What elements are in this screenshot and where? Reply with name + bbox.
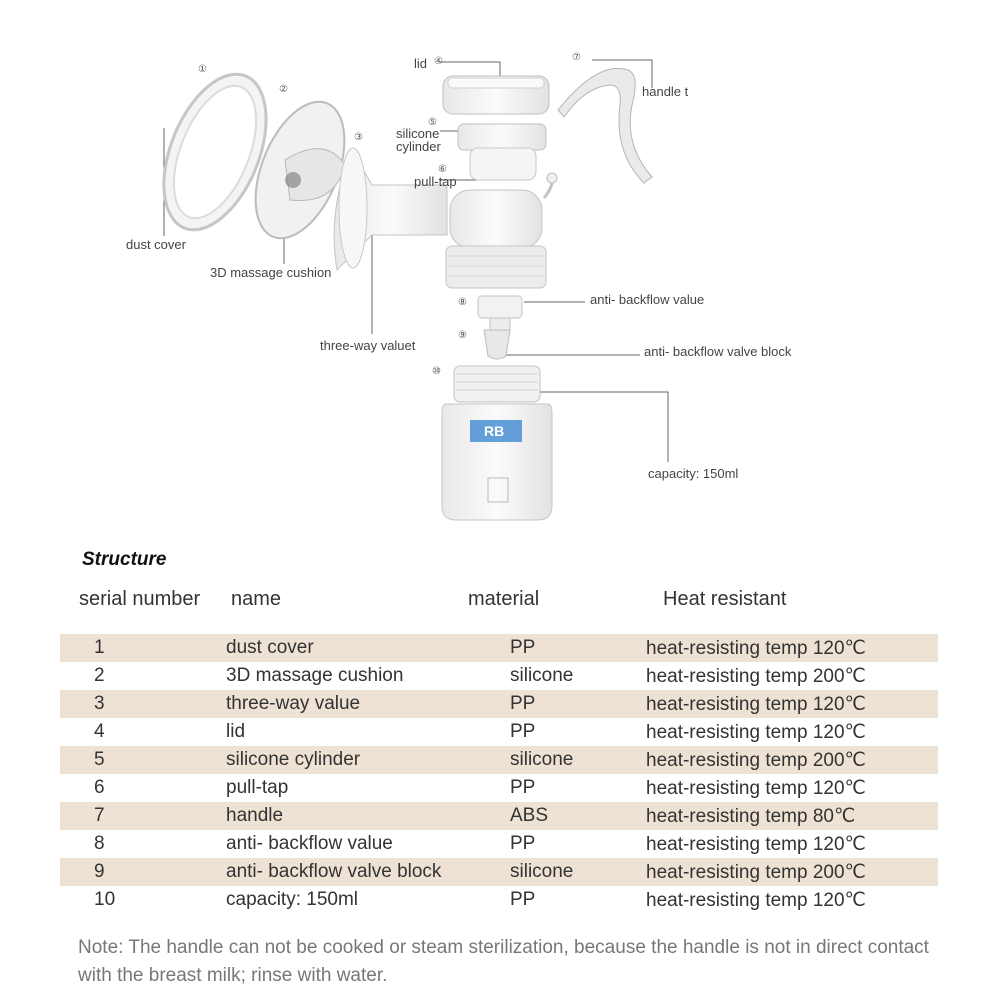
row-material: PP bbox=[510, 693, 536, 714]
note-text: Note: The handle can not be cooked or st… bbox=[78, 937, 929, 986]
bottle-logo: RB bbox=[484, 423, 505, 439]
label-silicone-cylinder-1: silicone bbox=[396, 126, 440, 141]
row-material: PP bbox=[510, 777, 536, 798]
marker-6: ⑥ bbox=[438, 164, 447, 175]
marker-3: ③ bbox=[354, 132, 363, 143]
row-heat: heat-resisting temp 120℃ bbox=[646, 722, 866, 743]
row-name: silicone cylinder bbox=[226, 749, 361, 770]
table-row: 1 dust cover PP heat-resisting temp 120℃ bbox=[60, 634, 938, 662]
row-serial: 8 bbox=[94, 833, 105, 854]
anti-backflow-valve-part bbox=[477, 295, 523, 333]
table-row: 6 pull-tap PP heat-resisting temp 120℃ bbox=[60, 774, 938, 802]
row-name: anti- backflow value bbox=[226, 833, 393, 854]
row-serial: 10 bbox=[94, 889, 116, 910]
row-serial: 1 bbox=[94, 637, 105, 658]
label-handle: handle t bbox=[642, 84, 689, 99]
row-heat: heat-resisting temp 120℃ bbox=[646, 890, 866, 911]
row-name: handle bbox=[226, 805, 284, 826]
row-material: PP bbox=[510, 833, 536, 854]
row-name: three-way value bbox=[226, 693, 361, 714]
table-row: 9 anti- backflow valve block silicone heat-… bbox=[60, 858, 938, 886]
row-material: silicone bbox=[510, 749, 574, 770]
table-row: 3 three-way value PP heat-resisting temp 12… bbox=[60, 690, 938, 718]
row-name: dust cover bbox=[226, 637, 314, 658]
table-row: 7 handle ABS heat-resisting temp 80℃ bbox=[60, 802, 938, 830]
row-serial: 6 bbox=[94, 777, 105, 798]
three-way-funnel-part bbox=[333, 147, 448, 272]
row-name: lid bbox=[226, 721, 246, 742]
label-silicone-cylinder-2: cylinder bbox=[396, 139, 441, 154]
marker-1: ① bbox=[198, 64, 207, 75]
label-dust-cover: dust cover bbox=[126, 237, 186, 252]
row-heat: heat-resisting temp 200℃ bbox=[646, 666, 866, 687]
silicone-cylinder-part bbox=[457, 123, 547, 181]
header-material: material bbox=[468, 588, 540, 610]
row-name: capacity: 150ml bbox=[226, 889, 359, 910]
row-material: PP bbox=[510, 637, 536, 658]
row-serial: 4 bbox=[94, 721, 105, 742]
header-heat: Heat resistant bbox=[663, 588, 787, 610]
label-anti-backflow-value: anti- backflow value bbox=[590, 292, 705, 307]
row-serial: 5 bbox=[94, 749, 105, 770]
bottle-part bbox=[441, 365, 553, 521]
row-serial: 2 bbox=[94, 665, 105, 686]
marker-9: ⑨ bbox=[458, 330, 467, 341]
row-heat: heat-resisting temp 200℃ bbox=[646, 862, 866, 883]
row-serial: 3 bbox=[94, 693, 105, 714]
marker-4: ④ bbox=[434, 56, 443, 67]
row-material: silicone bbox=[510, 665, 574, 686]
handle-part bbox=[557, 67, 653, 184]
structure-title: Structure bbox=[82, 549, 167, 570]
row-material: ABS bbox=[510, 805, 549, 826]
table-row: 10 capacity: 150ml PP heat-resisting temp 1… bbox=[60, 886, 938, 914]
breast-pump-exploded-diagram bbox=[162, 59, 669, 521]
label-anti-backflow-block: anti- backflow valve block bbox=[644, 344, 792, 359]
marker-10: ⑩ bbox=[432, 366, 441, 377]
row-material: silicone bbox=[510, 861, 574, 882]
row-serial: 9 bbox=[94, 861, 105, 882]
label-three-way: three-way valuet bbox=[320, 338, 416, 353]
label-capacity: capacity: 150ml bbox=[648, 466, 739, 481]
row-heat: heat-resisting temp 120℃ bbox=[646, 694, 866, 715]
pump-body-part bbox=[445, 172, 558, 289]
marker-5: ⑤ bbox=[428, 117, 437, 128]
row-name: 3D massage cushion bbox=[226, 665, 404, 686]
row-name: anti- backflow valve block bbox=[226, 861, 442, 882]
lid-part bbox=[442, 75, 550, 115]
label-lid: lid bbox=[414, 56, 428, 71]
marker-8: ⑧ bbox=[458, 297, 467, 308]
row-material: PP bbox=[510, 721, 536, 742]
label-pull-tap: pull-tap bbox=[414, 174, 457, 189]
table-row: 2 3D massage cushion silicone heat-resistin… bbox=[60, 662, 938, 690]
row-name: pull-tap bbox=[226, 777, 289, 798]
table-row: 5 silicone cylinder silicone heat-resisting… bbox=[60, 746, 938, 774]
row-heat: heat-resisting temp 120℃ bbox=[646, 834, 866, 855]
marker-7: ⑦ bbox=[572, 52, 581, 63]
row-heat: heat-resisting temp 200℃ bbox=[646, 750, 866, 771]
row-heat: heat-resisting temp 120℃ bbox=[646, 638, 866, 659]
header-name: name bbox=[231, 588, 282, 610]
row-heat: heat-resisting temp 120℃ bbox=[646, 778, 866, 799]
row-material: PP bbox=[510, 889, 536, 910]
dust-cover-part bbox=[162, 72, 268, 232]
row-heat: heat-resisting temp 80℃ bbox=[646, 806, 856, 827]
table-row: 4 lid PP heat-resisting temp 120℃ bbox=[60, 718, 938, 746]
row-serial: 7 bbox=[94, 805, 105, 826]
massage-cushion-part bbox=[254, 100, 346, 240]
marker-2: ② bbox=[279, 84, 288, 95]
anti-backflow-valve-block-part bbox=[483, 329, 511, 360]
label-massage-cushion: 3D massage cushion bbox=[210, 265, 332, 280]
header-serial: serial number bbox=[79, 588, 201, 610]
table-row: 8 anti- backflow value PP heat-resisting te… bbox=[60, 830, 938, 858]
